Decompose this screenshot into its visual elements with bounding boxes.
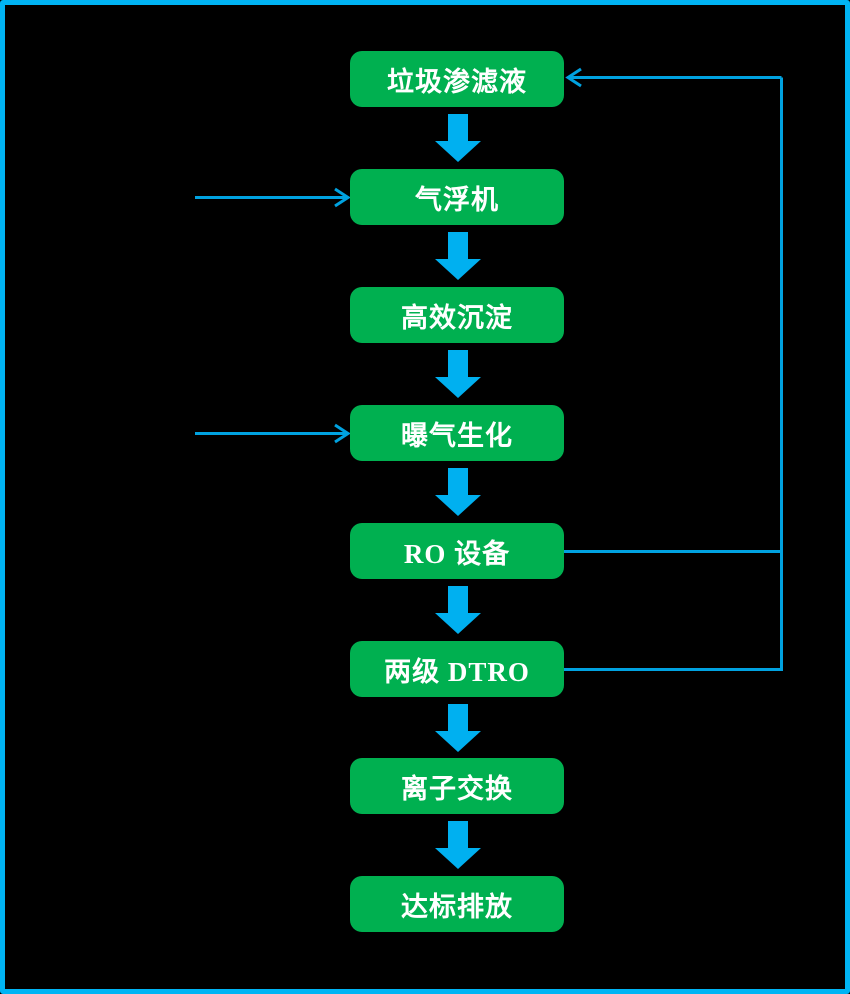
inflow-arrow-aeration bbox=[195, 423, 351, 444]
node-label: 气浮机 bbox=[415, 184, 499, 215]
down-arrow-icon bbox=[435, 586, 481, 634]
node-ro-equipment: RO 设备 bbox=[350, 523, 564, 579]
node-air-flotation: 气浮机 bbox=[350, 169, 564, 225]
node-two-stage-dtro: 两级 DTRO bbox=[350, 641, 564, 697]
node-leachate: 垃圾渗滤液 bbox=[350, 51, 564, 107]
node-label: 达标排放 bbox=[401, 891, 513, 922]
node-aeration: 曝气生化 bbox=[350, 405, 564, 461]
node-sedimentation: 高效沉淀 bbox=[350, 287, 564, 343]
down-arrow-icon bbox=[435, 704, 481, 752]
down-arrow-icon bbox=[435, 232, 481, 280]
down-arrow-icon bbox=[435, 468, 481, 516]
node-label: RO 设备 bbox=[403, 538, 511, 569]
node-label: 离子交换 bbox=[401, 773, 513, 804]
recycle-loop-group bbox=[564, 67, 783, 671]
node-label: 垃圾渗滤液 bbox=[387, 66, 527, 97]
inflow-arrows-group bbox=[195, 187, 351, 444]
node-ion-exchange: 离子交换 bbox=[350, 758, 564, 814]
node-label: 曝气生化 bbox=[401, 420, 513, 451]
node-discharge: 达标排放 bbox=[350, 876, 564, 932]
down-arrows-group bbox=[435, 114, 481, 869]
down-arrow-icon bbox=[435, 821, 481, 869]
recycle-return-arrow bbox=[565, 67, 782, 88]
node-label: 高效沉淀 bbox=[401, 302, 513, 333]
down-arrow-icon bbox=[435, 350, 481, 398]
inflow-arrow-air-flotation bbox=[195, 187, 351, 208]
node-label: 两级 DTRO bbox=[384, 656, 530, 687]
down-arrow-icon bbox=[435, 114, 481, 162]
